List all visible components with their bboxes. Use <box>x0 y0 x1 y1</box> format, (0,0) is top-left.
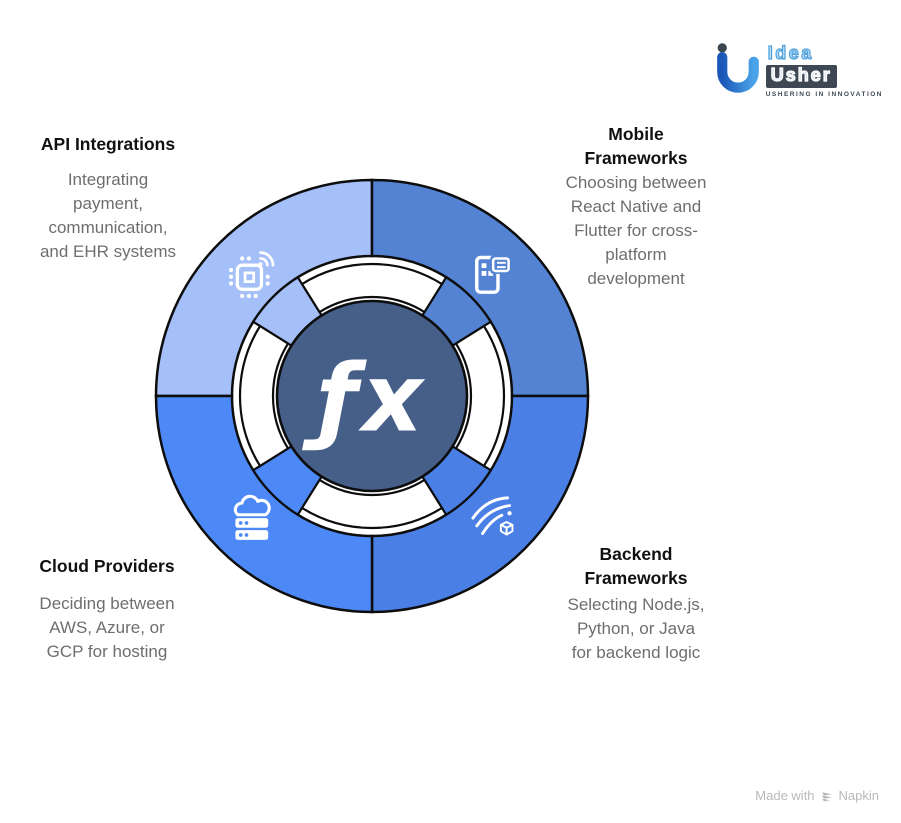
segment-mobile <box>370 178 590 398</box>
label-cloud-providers: Cloud Providers Deciding between AWS, Az… <box>0 554 214 664</box>
brand-name-idea: Idea <box>767 42 814 63</box>
brand-name-usher: Usher <box>770 64 832 85</box>
made-with-text: Made with <box>755 788 815 803</box>
hub-circle <box>275 299 469 493</box>
cycle-wheel-diagram: ƒx <box>154 178 590 614</box>
section-title: Backend <box>599 544 673 564</box>
spinner-band <box>238 324 290 468</box>
napkin-brand-text: Napkin <box>838 788 879 803</box>
section-title: Cloud Providers <box>39 556 175 576</box>
made-with-napkin: Made with Napkin <box>755 788 879 803</box>
section-title: Frameworks <box>584 148 688 168</box>
section-title: API Integrations <box>40 134 176 154</box>
segment-cloud <box>154 394 374 614</box>
idea-usher-mark-icon <box>716 43 759 93</box>
segment-api <box>154 178 374 398</box>
section-description: Choosing between React Native and Flutte… <box>565 173 707 288</box>
label-mobile-frameworks: Mobile Frameworks Choosing between React… <box>526 122 746 291</box>
idea-usher-logo: Idea Usher USHERING IN INNOVATION <box>713 42 883 100</box>
segment-backend <box>370 394 590 614</box>
fx-label: ƒx <box>301 345 428 454</box>
section-description: Selecting Node.js, Python, or Java for b… <box>567 595 705 662</box>
label-backend-frameworks: Backend Frameworks Selecting Node.js, Py… <box>526 542 746 665</box>
label-api-integrations: API Integrations Integrating payment, co… <box>0 132 216 264</box>
spinner-band <box>300 262 444 314</box>
section-title: Frameworks <box>584 568 688 588</box>
spinner-band <box>454 324 506 468</box>
napkin-logo-icon <box>821 791 832 801</box>
brand-name-box: Usher <box>765 64 837 88</box>
section-description: Deciding between AWS, Azure, or GCP for … <box>39 594 175 661</box>
spinner-band <box>300 478 444 530</box>
section-title: Mobile <box>608 124 664 144</box>
section-description: Integrating payment, communication, and … <box>39 170 177 261</box>
brand-tagline: USHERING IN INNOVATION <box>765 91 883 98</box>
